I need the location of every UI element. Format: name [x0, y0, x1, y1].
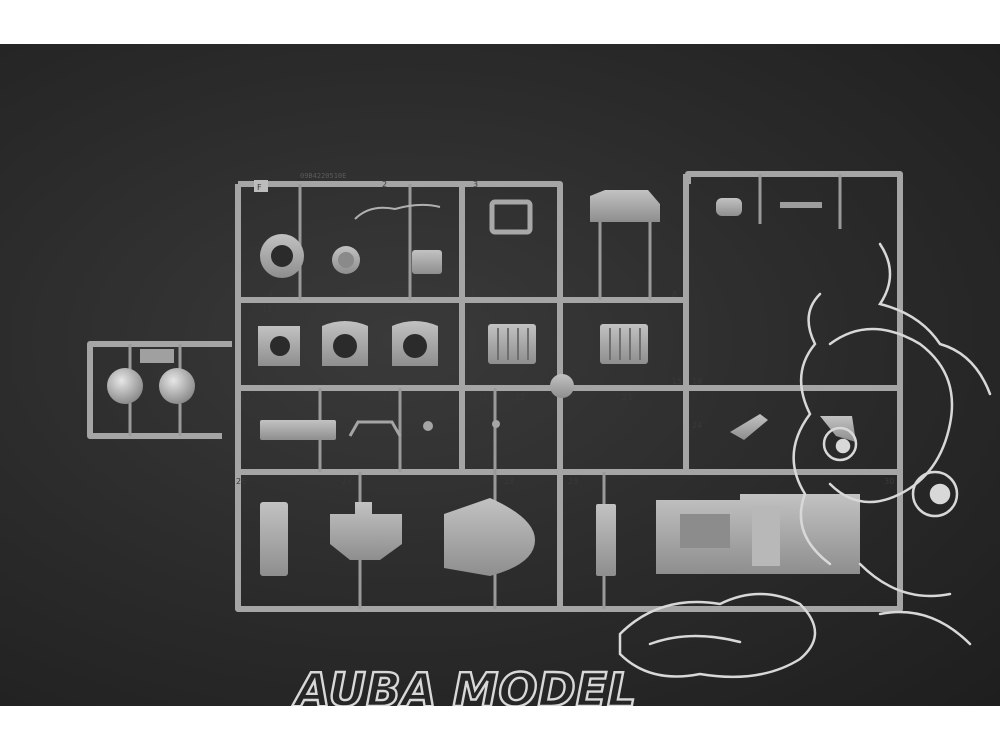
wire-part	[354, 203, 441, 220]
svg-text:5: 5	[349, 290, 354, 299]
sprue-letter: F	[257, 183, 262, 192]
dome-parts	[107, 349, 195, 404]
svg-text:6: 6	[448, 290, 453, 299]
svg-text:24: 24	[692, 421, 702, 430]
small-frame-parts	[489, 190, 822, 235]
svg-text:27: 27	[342, 477, 352, 486]
watermark-logo-icon	[618, 242, 992, 679]
svg-text:3: 3	[473, 180, 478, 189]
svg-text:19: 19	[383, 393, 393, 402]
ring-parts-middle	[258, 321, 438, 366]
svg-text:17: 17	[240, 393, 250, 402]
svg-text:7: 7	[470, 290, 475, 299]
svg-text:13: 13	[400, 305, 410, 314]
sprue-labels: F 09B4220510E 2 3 4 5 6 7 8 11 12 13 15 …	[236, 172, 894, 486]
svg-text:15: 15	[672, 377, 682, 386]
svg-text:20: 20	[432, 393, 442, 402]
svg-text:4: 4	[268, 290, 273, 299]
svg-text:23: 23	[622, 393, 632, 402]
svg-text:16: 16	[692, 377, 702, 386]
svg-text:29: 29	[568, 477, 578, 486]
small-parts-row3	[260, 414, 856, 442]
large-parts-row4	[260, 494, 860, 576]
svg-text:30: 30	[884, 477, 894, 486]
sprue-code: 09B4220510E	[300, 172, 346, 180]
svg-text:22: 22	[515, 393, 525, 402]
sprue-photo: F 09B4220510E 2 3 4 5 6 7 8 11 12 13 15 …	[0, 44, 1000, 706]
ring-parts-top	[260, 234, 442, 278]
sprue-frame	[87, 171, 903, 612]
svg-text:11: 11	[262, 305, 272, 314]
svg-text:2: 2	[382, 180, 387, 189]
grille-parts	[488, 324, 648, 398]
svg-text:28: 28	[504, 477, 514, 486]
svg-text:12: 12	[349, 305, 359, 314]
svg-text:8: 8	[672, 290, 677, 299]
watermark-text: AUBA MODEL	[292, 663, 636, 706]
svg-text:21: 21	[478, 393, 488, 402]
svg-text:26: 26	[236, 477, 246, 486]
